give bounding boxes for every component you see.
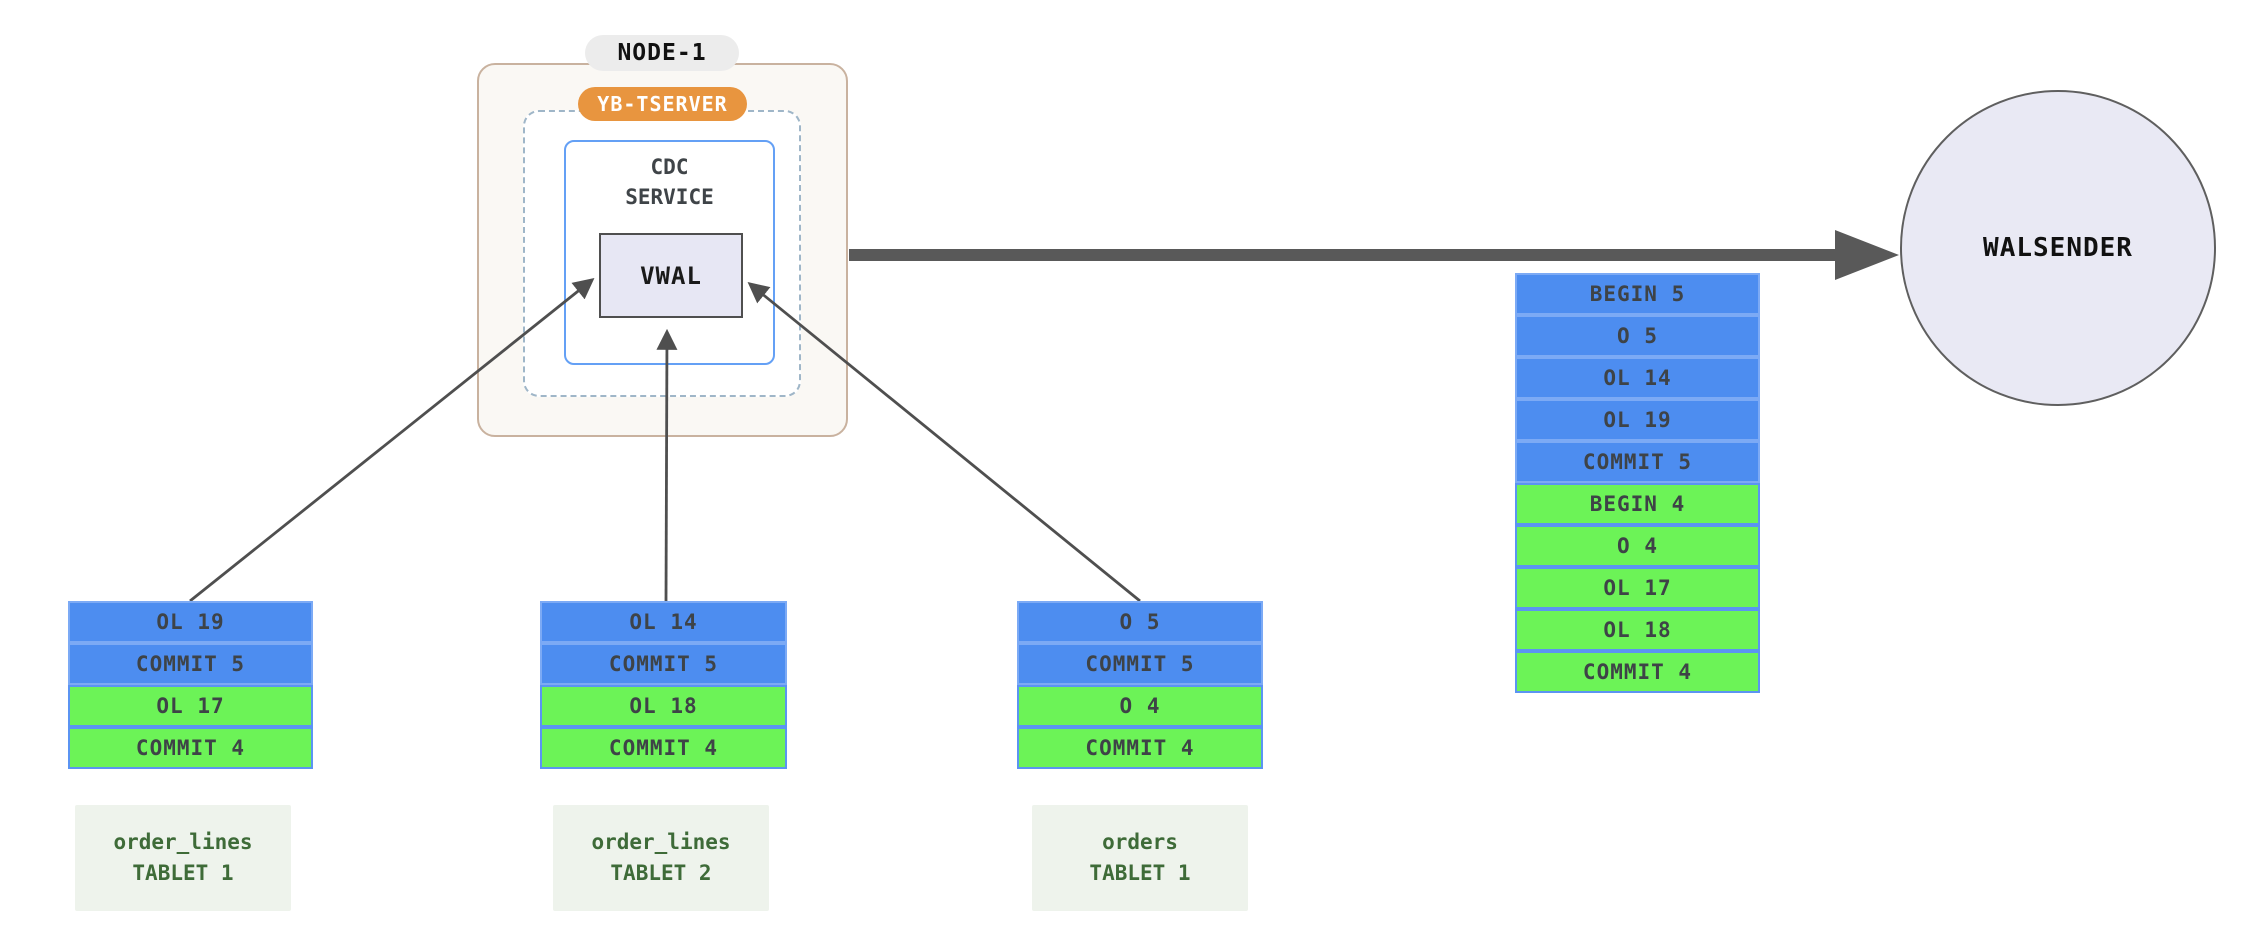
stream-row: OL 17 — [1515, 567, 1760, 609]
walsender-circle: WALSENDER — [1900, 90, 2216, 406]
tablet-label-orders-1: orders TABLET 1 — [1032, 805, 1248, 911]
merged-stream-stack: BEGIN 5 O 5 OL 14 OL 19 COMMIT 5 BEGIN 4… — [1515, 273, 1760, 693]
stream-row: BEGIN 4 — [1515, 483, 1760, 525]
tablet-stack-order-lines-1: OL 19 COMMIT 5 OL 17 COMMIT 4 — [68, 601, 313, 769]
tablet-row: COMMIT 4 — [68, 727, 313, 769]
stream-row: BEGIN 5 — [1515, 273, 1760, 315]
stream-row: OL 18 — [1515, 609, 1760, 651]
tablet-row: O 4 — [1017, 685, 1263, 727]
tablet-row: COMMIT 5 — [1017, 643, 1263, 685]
tablet-row: OL 18 — [540, 685, 787, 727]
stream-row: O 5 — [1515, 315, 1760, 357]
tablet-row: COMMIT 4 — [1017, 727, 1263, 769]
tablet-row: O 5 — [1017, 601, 1263, 643]
tablet-label-order-lines-1: order_lines TABLET 1 — [75, 805, 291, 911]
yb-tserver-badge: YB-TSERVER — [578, 87, 747, 121]
node-1-label: NODE-1 — [617, 40, 707, 66]
stream-row: COMMIT 5 — [1515, 441, 1760, 483]
node-1-label-pill: NODE-1 — [585, 35, 739, 71]
stream-row: COMMIT 4 — [1515, 651, 1760, 693]
tablet-row: OL 19 — [68, 601, 313, 643]
tablet-stack-order-lines-2: OL 14 COMMIT 5 OL 18 COMMIT 4 — [540, 601, 787, 769]
tablet-stack-orders-1: O 5 COMMIT 5 O 4 COMMIT 4 — [1017, 601, 1263, 769]
vwal-label: VWAL — [640, 261, 702, 290]
walsender-label: WALSENDER — [1983, 233, 2133, 263]
vwal-box: VWAL — [599, 233, 743, 318]
tablet-row: COMMIT 4 — [540, 727, 787, 769]
tablet-label-order-lines-2: order_lines TABLET 2 — [553, 805, 769, 911]
tablet-row: OL 14 — [540, 601, 787, 643]
yb-tserver-label: YB-TSERVER — [597, 92, 728, 116]
stream-row: OL 19 — [1515, 399, 1760, 441]
tablet-row: COMMIT 5 — [68, 643, 313, 685]
cdc-service-label: CDC SERVICE — [625, 155, 714, 210]
stream-row: OL 14 — [1515, 357, 1760, 399]
stream-row: O 4 — [1515, 525, 1760, 567]
tablet-row: OL 17 — [68, 685, 313, 727]
tablet-row: COMMIT 5 — [540, 643, 787, 685]
